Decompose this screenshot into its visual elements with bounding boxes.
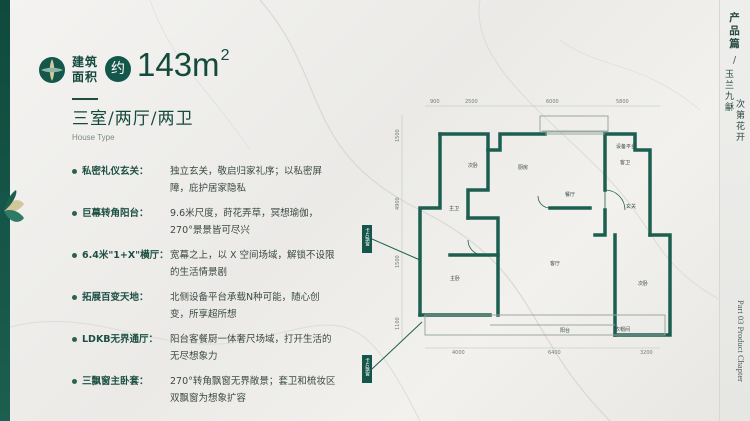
approx-badge: 约 xyxy=(105,56,131,82)
project-subtitle: 次第花开 xyxy=(735,100,745,143)
dim-top: 2500 xyxy=(465,99,478,105)
house-type-subtitle: House Type xyxy=(72,133,115,142)
feature-description: 阳台客餐厨一体奢尺场域，打开生活的 无尽想象力 xyxy=(170,331,402,365)
floor-plan: 900 2500 6000 5800 4000 6400 3200 1500 4… xyxy=(362,99,672,383)
area-value: 143m2 xyxy=(137,46,229,84)
dim-bottom: 6400 xyxy=(548,350,561,356)
dim-left: 1100 xyxy=(395,317,401,330)
room-label: 餐厅 xyxy=(565,191,575,198)
dim-top: 5800 xyxy=(616,99,629,105)
project-name: 玉兰九龢 xyxy=(724,70,734,113)
feature-item: LDKB无界通厅： 阳台客餐厨一体奢尺场域，打开生活的 无尽想象力 xyxy=(72,331,402,365)
area-label-line1: 建筑 xyxy=(72,55,99,69)
feature-description: 宽幕之上，以 X 空间场域，解锁不设限 的生活情景剧 xyxy=(170,247,402,281)
room-label: 设备平台 xyxy=(616,143,636,150)
bullet-dot-icon xyxy=(72,253,77,258)
chapter-english: Part 03 Product Chapter xyxy=(736,300,746,382)
room-label: 玄关 xyxy=(626,203,636,210)
feature-line: 变，所享超所想 xyxy=(170,309,237,320)
brand-leaf-icon xyxy=(39,57,65,83)
feature-title: 6.4米"1+X"横厅： xyxy=(82,250,169,261)
feature-line: 无尽想象力 xyxy=(170,351,218,362)
dim-left: 1500 xyxy=(395,255,401,268)
room-label: 衣帽间 xyxy=(615,326,630,333)
dim-bottom: 4000 xyxy=(452,350,465,356)
feature-line: 独立玄关，敬启归家礼序；以私密屏 xyxy=(170,166,323,177)
feature-description: 270°转角飘窗无界敞景；套卫和梳妆区 双飘窗为想象扩容 xyxy=(170,373,402,407)
feature-line: 阳台客餐厨一体奢尺场域，打开生活的 xyxy=(170,334,332,345)
room-label: 阳台 xyxy=(560,327,570,334)
feature-line: 270°景景皆可尽兴 xyxy=(170,225,250,236)
dim-left: 4900 xyxy=(395,197,401,210)
chapter-separator: / xyxy=(732,56,737,66)
feature-line: 障，庇护居家隐私 xyxy=(170,183,247,194)
feature-description: 北侧设备平台承载N种可能，随心创 变，所享超所想 xyxy=(170,289,402,323)
feature-line: 双飘窗为想象扩容 xyxy=(170,393,247,404)
bullet-dot-icon xyxy=(72,169,77,174)
dim-bottom: 3200 xyxy=(640,350,653,356)
leaf-emblem-icon xyxy=(0,190,24,230)
bullet-dot-icon xyxy=(72,379,77,384)
feature-line: 的生活情景剧 xyxy=(170,267,228,278)
feature-description: 独立玄关，敬启归家礼序；以私密屏 障，庇护居家隐私 xyxy=(170,163,402,197)
room-label: 次卧 xyxy=(638,280,648,287)
window-tag: 卡片飘窗 xyxy=(365,357,370,378)
feature-item: 三飘窗主卧套： 270°转角飘窗无界敞景；套卫和梳妆区 双飘窗为想象扩容 xyxy=(72,373,402,407)
feature-item: 6.4米"1+X"横厅： 宽幕之上，以 X 空间场域，解锁不设限 的生活情景剧 xyxy=(72,247,402,281)
feature-line: 270°转角飘窗无界敞景；套卫和梳妆区 xyxy=(170,376,336,387)
feature-description: 9.6米尺度，莳花弄草，冥想瑜伽， 270°景景皆可尽兴 xyxy=(170,205,402,239)
feature-item: 拓展百变天地： 北侧设备平台承载N种可能，随心创 变，所享超所想 xyxy=(72,289,402,323)
title-divider xyxy=(72,98,98,100)
area-label: 建筑 面积 xyxy=(72,55,102,85)
bullet-dot-icon xyxy=(72,337,77,342)
feature-item: 巨幕转角阳台： 9.6米尺度，莳花弄草，冥想瑜伽， 270°景景皆可尽兴 xyxy=(72,205,402,239)
house-type-title: 三室/两厅/两卫 xyxy=(72,109,194,129)
side-chapter-strip: 产品篇 / 玉兰九龢 次第花开 Part 03 Product Chapter xyxy=(719,0,750,421)
room-label: 客厅 xyxy=(550,260,560,267)
dim-left: 1500 xyxy=(395,129,401,142)
feature-title: 巨幕转角阳台： xyxy=(82,208,149,219)
area-number: 143m xyxy=(137,46,220,83)
feature-list: 私密礼仪玄关： 独立玄关，敬启归家礼序；以私密屏 障，庇护居家隐私 巨幕转角阳台… xyxy=(72,163,402,415)
feature-title: 三飘窗主卧套： xyxy=(82,376,149,387)
room-label: 厨房 xyxy=(518,164,528,171)
area-label-line2: 面积 xyxy=(72,70,99,84)
feature-title: 私密礼仪玄关： xyxy=(82,166,149,177)
dim-top: 900 xyxy=(430,99,440,105)
chapter-label: 产品篇 xyxy=(729,12,740,50)
room-label: 主卫 xyxy=(449,205,459,212)
feature-line: 北侧设备平台承载N种可能，随心创 xyxy=(170,292,320,303)
feature-title: 拓展百变天地： xyxy=(82,292,149,303)
bullet-dot-icon xyxy=(72,295,77,300)
room-label: 客卫 xyxy=(620,159,630,166)
bullet-dot-icon xyxy=(72,211,77,216)
feature-title: LDKB无界通厅： xyxy=(82,334,159,345)
dim-top: 6000 xyxy=(546,99,559,105)
feature-item: 私密礼仪玄关： 独立玄关，敬启归家礼序；以私密屏 障，庇护居家隐私 xyxy=(72,163,402,197)
room-label: 次卧 xyxy=(468,162,478,169)
window-tag: 卡片飘窗 xyxy=(365,227,370,248)
room-label: 主卧 xyxy=(450,275,460,282)
area-unit-superscript: 2 xyxy=(220,47,230,64)
feature-line: 宽幕之上，以 X 空间场域，解锁不设限 xyxy=(170,250,335,261)
feature-line: 9.6米尺度，莳花弄草，冥想瑜伽， xyxy=(170,208,319,219)
